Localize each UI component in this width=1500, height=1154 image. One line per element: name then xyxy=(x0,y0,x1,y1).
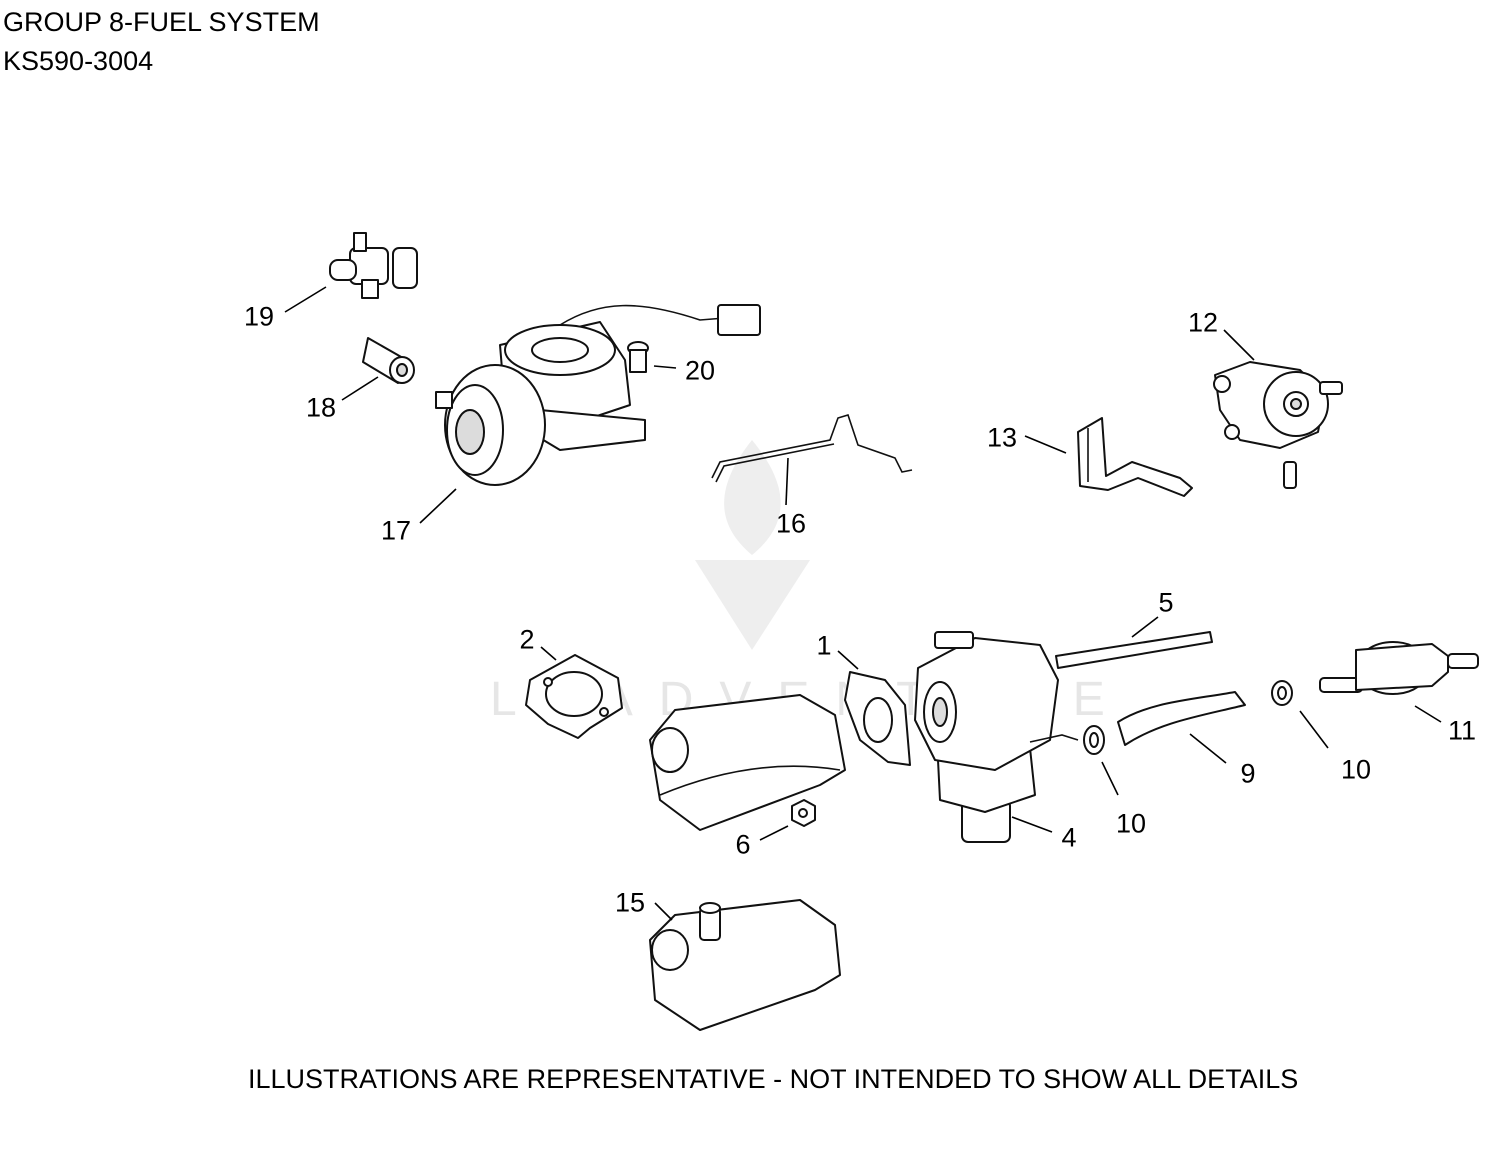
callout-10-right: 10 xyxy=(1340,754,1372,785)
callout-13: 13 xyxy=(986,422,1018,453)
callout-10-left: 10 xyxy=(1115,808,1147,839)
part-6-nut xyxy=(791,799,816,827)
callout-5: 5 xyxy=(1158,587,1174,618)
callout-4: 4 xyxy=(1061,822,1077,853)
leader-lines xyxy=(284,286,1442,921)
callout-12: 12 xyxy=(1187,307,1219,338)
intake-manifold xyxy=(649,694,846,831)
callout-15: 15 xyxy=(614,887,646,918)
callout-18: 18 xyxy=(305,392,337,423)
callout-17: 17 xyxy=(380,515,412,546)
watermark-logo xyxy=(695,440,810,650)
part-13-bracket xyxy=(1077,417,1193,497)
part-2-gasket xyxy=(525,654,623,739)
part-1-gasket xyxy=(844,671,911,766)
callout-1: 1 xyxy=(816,630,832,661)
callout-2: 2 xyxy=(519,624,535,655)
part-19-valve xyxy=(329,232,418,299)
part-18-spacer xyxy=(362,337,415,384)
callout-9: 9 xyxy=(1240,758,1256,789)
page-title: GROUP 8-FUEL SYSTEM xyxy=(3,7,320,37)
disclaimer: ILLUSTRATIONS ARE REPRESENTATIVE - NOT I… xyxy=(248,1064,1299,1094)
part-5-stud xyxy=(1055,631,1213,669)
callout-16: 16 xyxy=(775,508,807,539)
callout-20: 20 xyxy=(684,355,716,386)
part-11-filter xyxy=(1319,641,1479,695)
part-12-fuel-pump xyxy=(1213,361,1343,489)
part-4-carburetor xyxy=(914,631,1079,843)
callout-11: 11 xyxy=(1447,715,1477,746)
part-10-clamp-right xyxy=(1271,680,1293,706)
model-number: KS590-3004 xyxy=(3,46,154,76)
part-9-hose xyxy=(1117,691,1246,746)
callout-19: 19 xyxy=(243,301,275,332)
part-17-assembly xyxy=(435,304,761,486)
part-20-bolt xyxy=(627,341,649,373)
part-15-intake xyxy=(649,899,841,1031)
part-16-rod xyxy=(711,414,913,483)
callout-6: 6 xyxy=(735,829,751,860)
part-10-clamp-left xyxy=(1083,725,1105,755)
